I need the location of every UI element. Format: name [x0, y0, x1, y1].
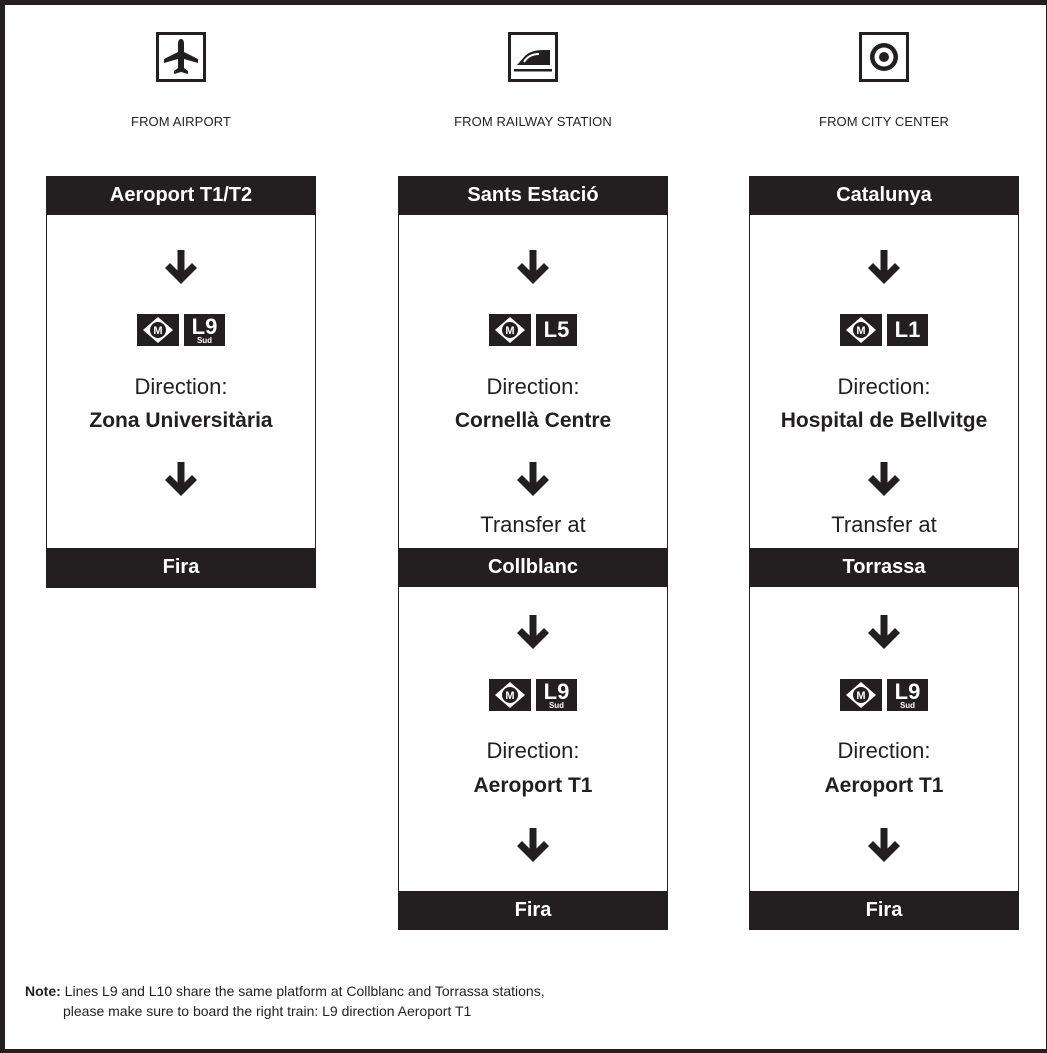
- line-badge: L5: [536, 314, 577, 346]
- line-sub-label: Sud: [196, 336, 213, 345]
- route-card: Catalunya M L1 Direction: Hospital de Be…: [749, 176, 1019, 930]
- line-badge: L1: [887, 314, 928, 346]
- column-header: FROM RAILWAY STATION: [398, 32, 668, 129]
- down-arrow-icon: [517, 462, 549, 496]
- origin-station: Sants Estació: [398, 176, 668, 215]
- transfer-station: Torrassa: [749, 548, 1019, 587]
- note-line-2: please make sure to board the right trai…: [63, 1003, 472, 1019]
- line-number: L9: [543, 679, 570, 704]
- note-line-1: Lines L9 and L10 share the same platform…: [64, 983, 545, 999]
- transfer-station: Collblanc: [398, 548, 668, 587]
- metro-logo-icon: M: [840, 314, 882, 346]
- city-center-icon: [859, 32, 909, 82]
- down-arrow-icon: [868, 250, 900, 284]
- destination-station: Fira: [398, 891, 668, 930]
- origin-station: Aeroport T1/T2: [46, 176, 316, 215]
- metro-logo-icon: M: [489, 679, 531, 711]
- direction-label: Direction:: [837, 374, 931, 399]
- transfer-label: Transfer at: [480, 512, 586, 537]
- from-label: FROM CITY CENTER: [819, 114, 949, 129]
- down-arrow-icon: [165, 250, 197, 284]
- platform-note: Note: Lines L9 and L10 share the same pl…: [25, 981, 745, 1021]
- svg-text:M: M: [856, 690, 865, 702]
- direction-label: Direction:: [134, 374, 228, 399]
- line-sub-label: Sud: [899, 701, 916, 710]
- line-number: L1: [894, 317, 921, 342]
- line-number: L5: [543, 317, 570, 342]
- column-header: FROM AIRPORT: [46, 32, 316, 129]
- line-number: L9: [191, 314, 218, 339]
- direction-destination: Hospital de Bellvitge: [780, 409, 988, 432]
- direction-destination: Aeroport T1: [824, 774, 944, 797]
- direction-label: Direction:: [486, 738, 580, 763]
- destination-station: Fira: [749, 891, 1019, 930]
- down-arrow-icon: [517, 615, 549, 649]
- train-icon: [508, 32, 558, 82]
- frame-bottom-border: [0, 1049, 1047, 1053]
- metro-logo-icon: M: [137, 314, 179, 346]
- down-arrow-icon: [517, 250, 549, 284]
- down-arrow-icon: [165, 462, 197, 496]
- origin-station: Catalunya: [749, 176, 1019, 215]
- down-arrow-icon: [517, 828, 549, 862]
- from-label: FROM RAILWAY STATION: [454, 114, 612, 129]
- column-header: FROM CITY CENTER: [749, 32, 1019, 129]
- down-arrow-icon: [868, 615, 900, 649]
- svg-text:M: M: [505, 690, 514, 702]
- line-badges: M L5: [399, 314, 667, 347]
- svg-text:M: M: [505, 325, 514, 337]
- airplane-icon: [156, 32, 206, 82]
- down-arrow-icon: [868, 828, 900, 862]
- direction-destination: Cornellà Centre: [454, 409, 612, 432]
- from-label: FROM AIRPORT: [131, 114, 231, 129]
- down-arrow-icon: [868, 462, 900, 496]
- metro-logo-icon: M: [489, 314, 531, 346]
- direction-destination: Zona Universitària: [89, 409, 273, 432]
- direction-label: Direction:: [486, 374, 580, 399]
- line-sub-label: Sud: [548, 701, 565, 710]
- svg-text:M: M: [153, 325, 162, 337]
- direction-destination: Aeroport T1: [473, 774, 593, 797]
- direction-label: Direction:: [837, 738, 931, 763]
- metro-logo-icon: M: [840, 679, 882, 711]
- note-label: Note:: [25, 983, 61, 999]
- svg-text:M: M: [856, 325, 865, 337]
- route-card: Sants Estació M L5 Direction: Cornellà C…: [398, 176, 668, 930]
- transfer-label: Transfer at: [831, 512, 937, 537]
- line-badges: M L1: [750, 314, 1018, 347]
- line-number: L9: [894, 679, 921, 704]
- destination-station: Fira: [46, 548, 316, 587]
